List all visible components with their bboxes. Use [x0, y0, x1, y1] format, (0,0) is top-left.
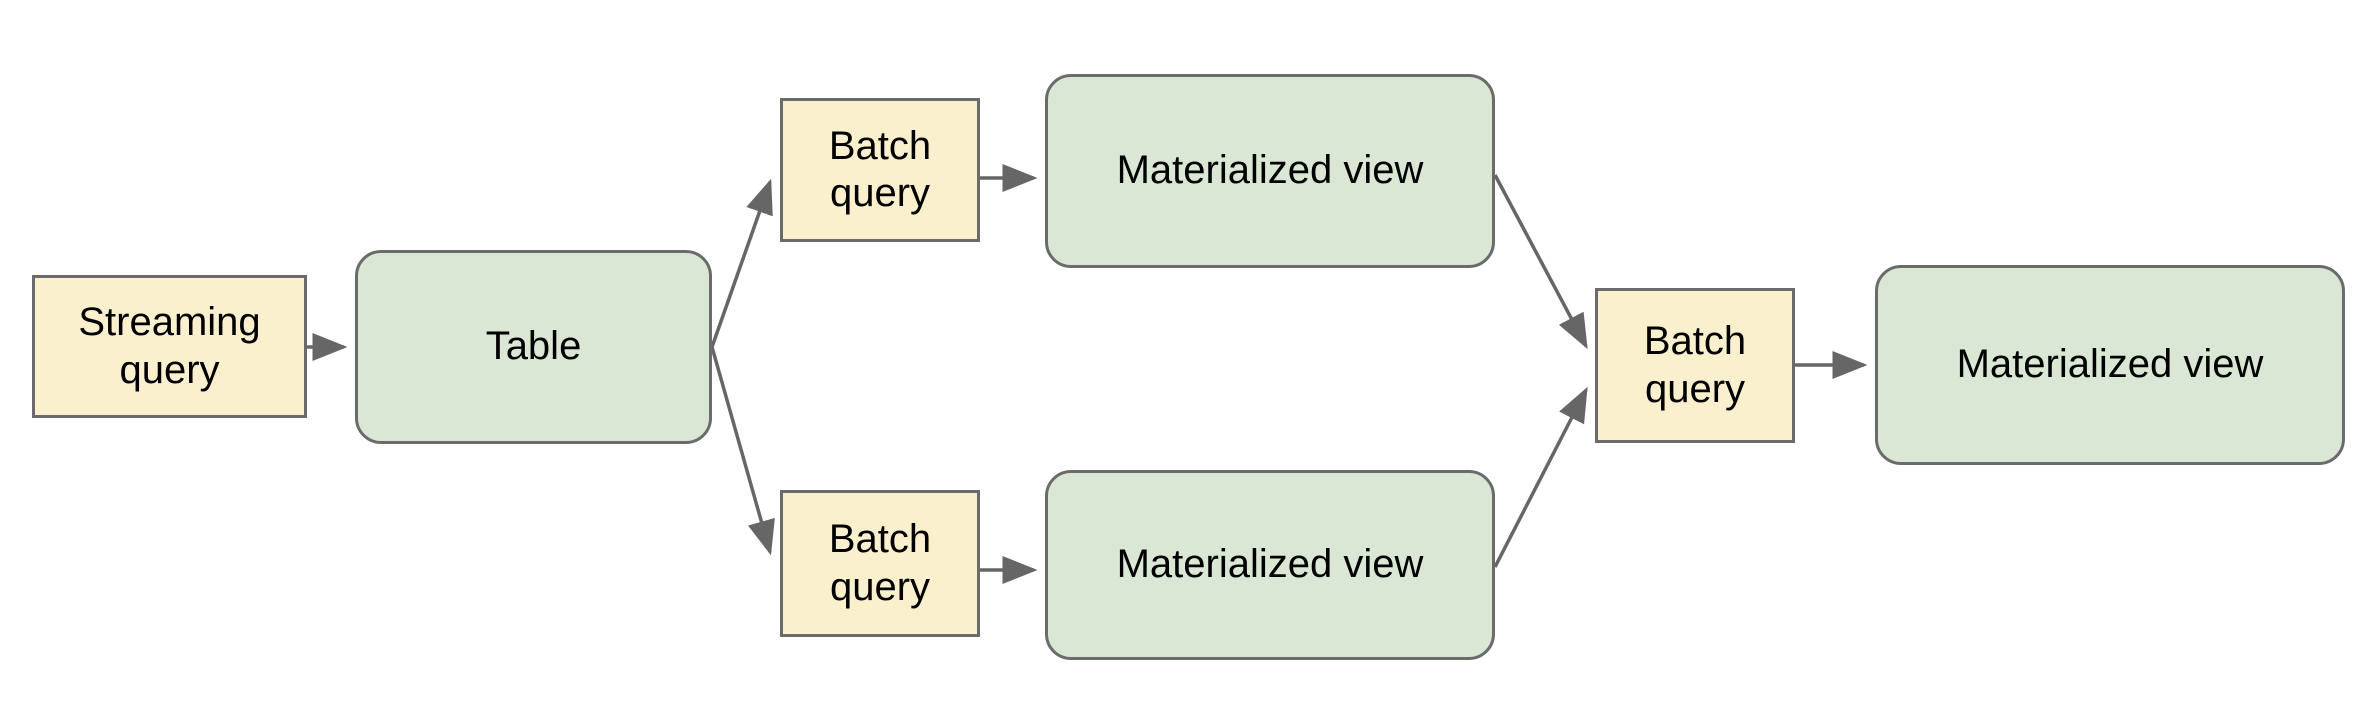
- node-streaming-query[interactable]: Streaming query: [32, 275, 307, 418]
- node-materialized-view-top[interactable]: Materialized view: [1045, 74, 1495, 268]
- node-batch-query-merge[interactable]: Batch query: [1595, 288, 1795, 443]
- edge-materialized-view-top-to-batch-query-merge: [1493, 174, 1588, 350]
- node-materialized-view-final[interactable]: Materialized view: [1875, 265, 2345, 465]
- node-batch-query-top[interactable]: Batch query: [780, 98, 980, 242]
- node-materialized-view-bottom[interactable]: Materialized view: [1045, 470, 1495, 660]
- edge-table-to-batch-query-top: [710, 178, 773, 348]
- edge-materialized-view-bottom-to-batch-query-merge: [1493, 386, 1588, 568]
- edge-table-to-batch-query-bottom: [710, 346, 775, 556]
- node-batch-query-bottom[interactable]: Batch query: [780, 490, 980, 637]
- node-table[interactable]: Table: [355, 250, 712, 444]
